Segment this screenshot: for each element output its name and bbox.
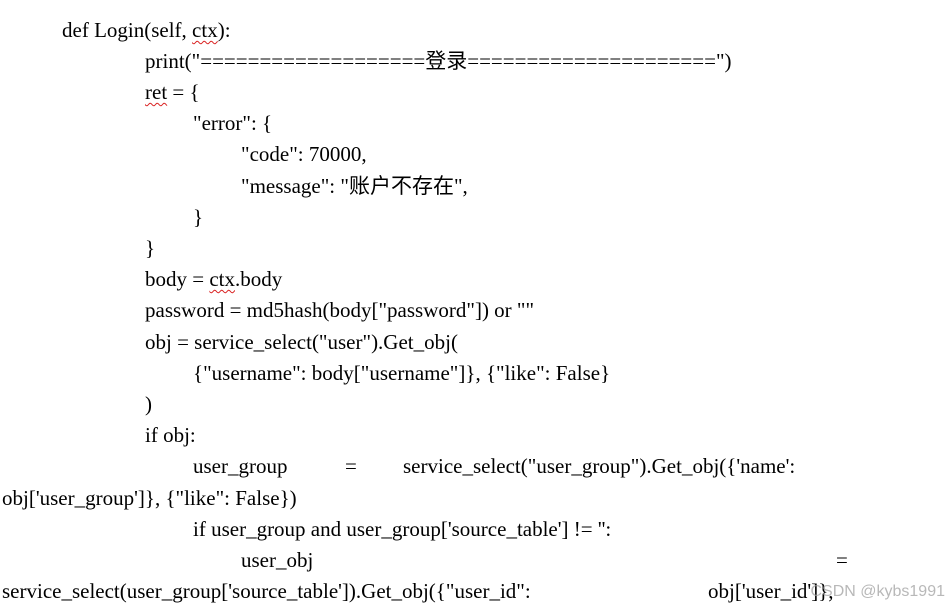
code-line-if-obj: if obj: xyxy=(145,423,196,447)
code-line-username-filter: {"username": body["username"]}, {"like":… xyxy=(193,361,611,385)
code-line-body: body = ctx.body xyxy=(145,264,282,294)
code-line-user-group-var: user_group xyxy=(193,454,288,478)
code-text: = { xyxy=(167,80,200,104)
code-line-ret: ret = { xyxy=(145,77,200,107)
code-line-obj: obj = service_select("user").Get_obj( xyxy=(145,330,458,354)
code-text-spellcheck: ctx xyxy=(209,267,235,291)
code-text: .body xyxy=(235,267,283,291)
code-line-user-group-args: obj['user_group']}, {"like": False}) xyxy=(2,486,297,510)
code-text-spellcheck: ctx xyxy=(192,18,218,42)
code-line-password: password = md5hash(body["password"]) or … xyxy=(145,298,535,322)
code-line-error: "error": { xyxy=(193,111,273,135)
code-line-message: "message": "账户不存在", xyxy=(241,174,468,198)
code-line-close-outer: } xyxy=(145,236,156,260)
code-line-if-user-group: if user_group and user_group['source_tab… xyxy=(193,517,612,541)
code-line-close-inner: } xyxy=(193,205,204,229)
code-line-service-select: service_select(user_group['source_table'… xyxy=(2,579,531,603)
code-line-user-obj-var: user_obj xyxy=(241,548,314,572)
code-line-print: print("===================登录============… xyxy=(145,49,732,73)
code-text: ): xyxy=(217,18,231,42)
code-line-code: "code": 70000, xyxy=(241,142,367,166)
csdn-watermark: CSDN @kybs1991 xyxy=(810,583,945,600)
code-text: def Login(self, xyxy=(62,18,193,42)
code-line-def: def Login(self, ctx): xyxy=(62,15,231,45)
code-line-user-group-eq: = xyxy=(345,454,357,478)
code-text: body = xyxy=(145,267,210,291)
code-line-user-id: obj['user_id']}, xyxy=(708,579,834,603)
code-text-spellcheck: ret xyxy=(145,80,168,104)
code-line-close-paren: ) xyxy=(145,392,152,416)
code-line-user-obj-eq: = xyxy=(836,548,848,572)
code-line-user-group-call: service_select("user_group").Get_obj({'n… xyxy=(403,454,796,478)
